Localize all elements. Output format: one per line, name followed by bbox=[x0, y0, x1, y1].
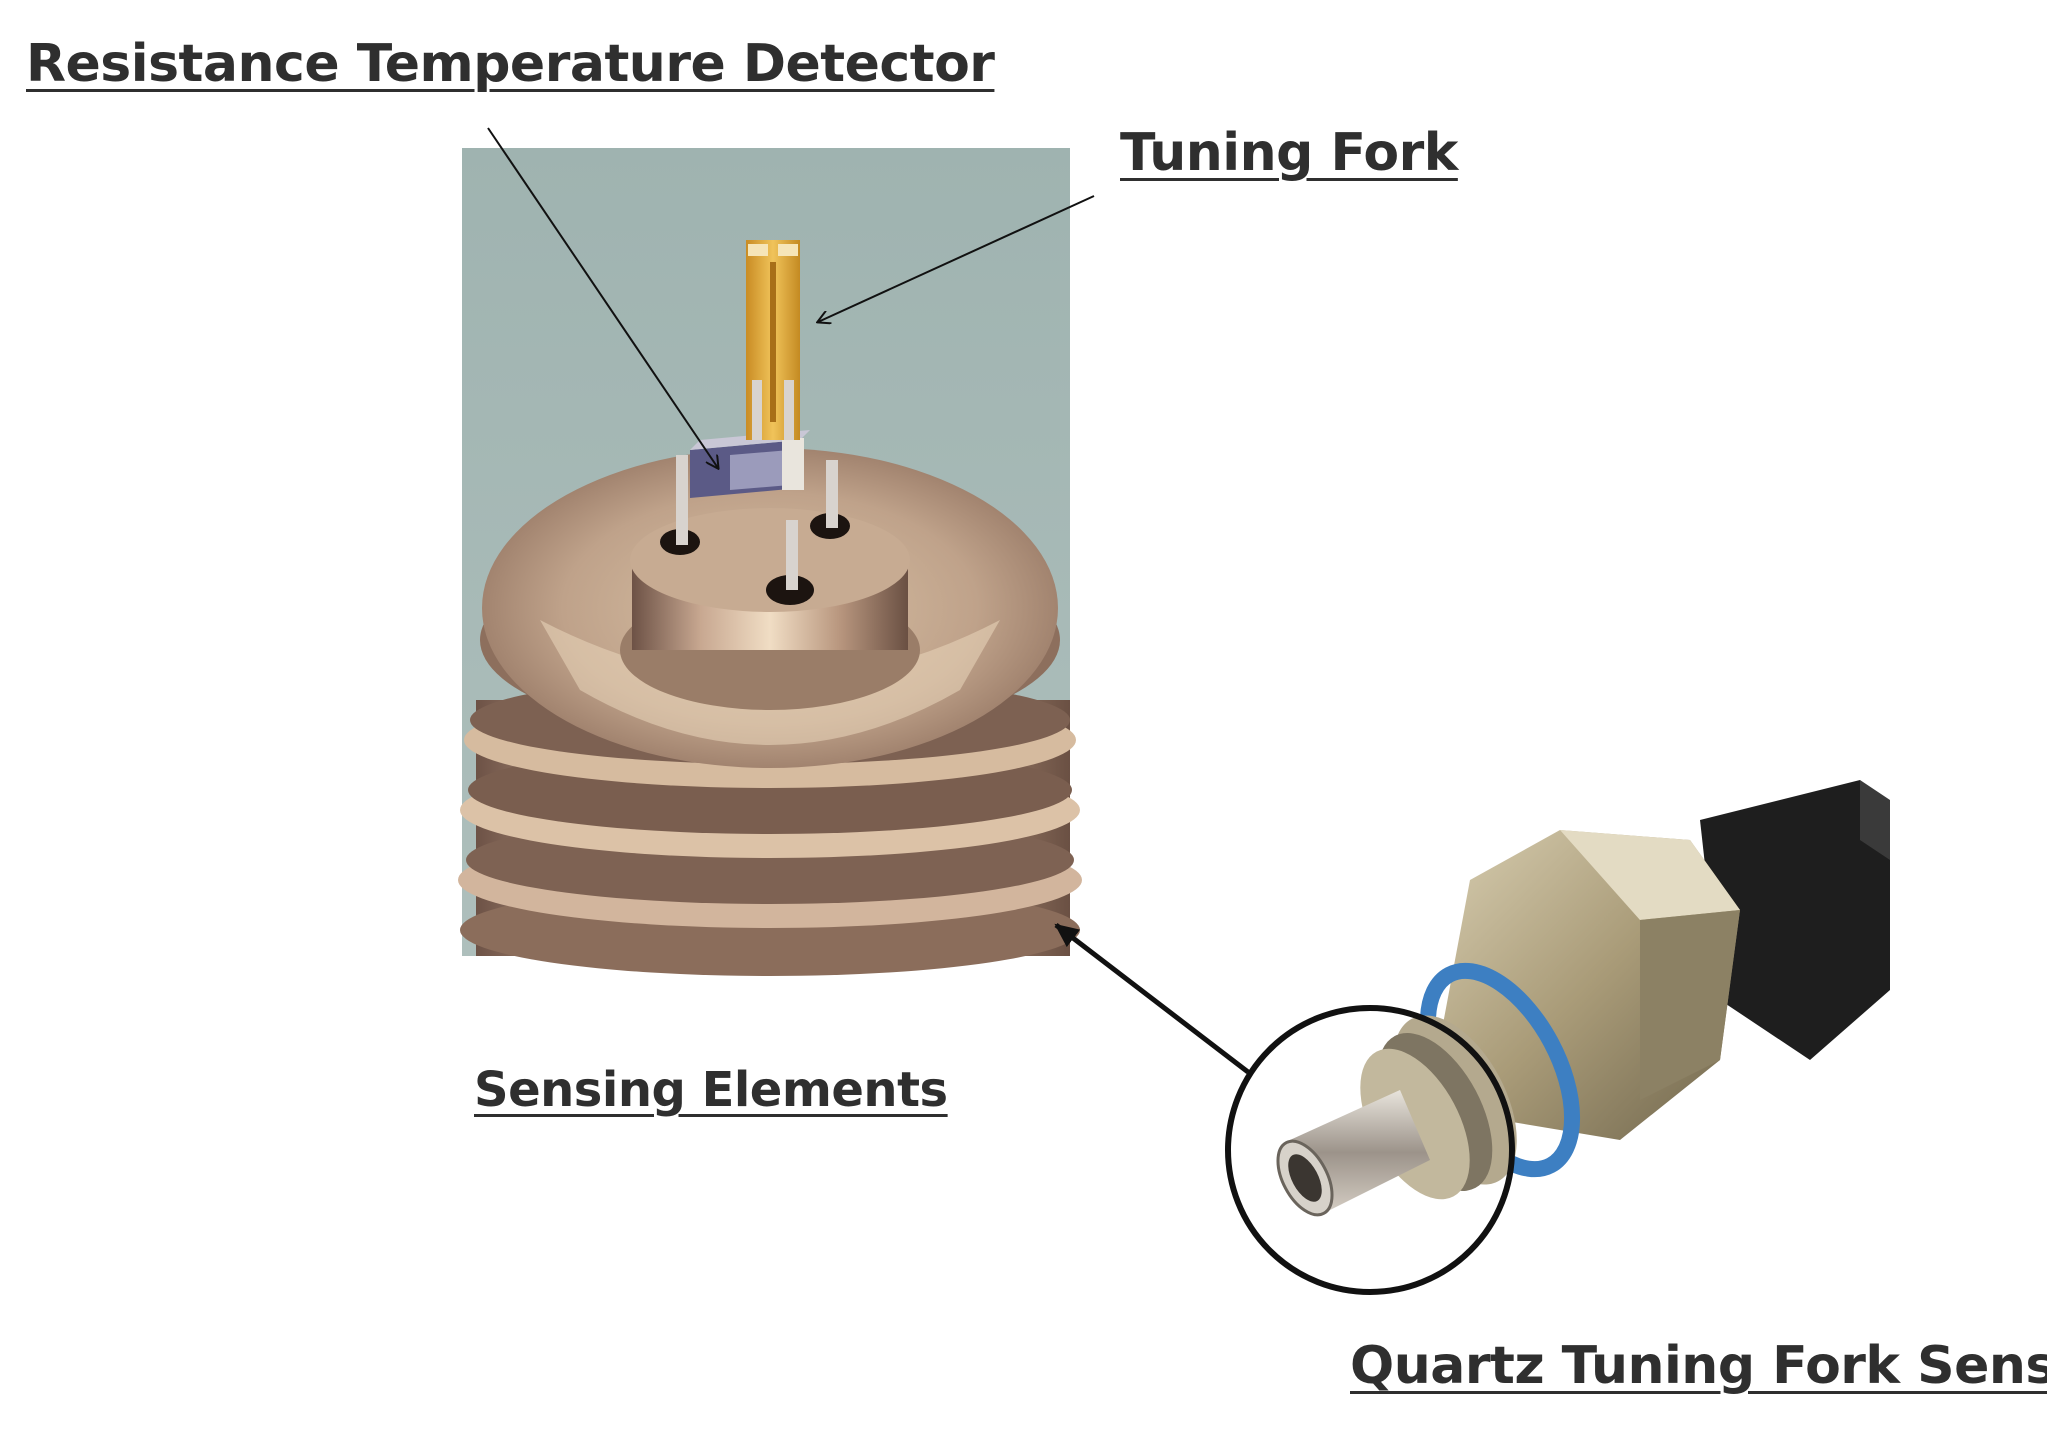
rtd-callout-line bbox=[487, 127, 718, 468]
tuning-fork-callout-line bbox=[818, 195, 1095, 322]
rtd-chip bbox=[690, 430, 810, 498]
highlight-circle bbox=[1225, 1005, 1515, 1295]
sensing-elements-photo bbox=[458, 148, 1082, 976]
tuning-fork-label: Tuning Fork bbox=[1120, 123, 1458, 183]
quartz-sensor-label: Quartz Tuning Fork Sensor bbox=[1350, 1336, 2047, 1396]
tuning-fork-element bbox=[746, 240, 800, 440]
sensor-to-elements-arrow bbox=[1054, 923, 1250, 1074]
sensing-elements-label: Sensing Elements bbox=[474, 1062, 948, 1118]
rtd-label: Resistance Temperature Detector bbox=[26, 34, 995, 94]
quartz-sensor-photo bbox=[1225, 780, 1890, 1295]
